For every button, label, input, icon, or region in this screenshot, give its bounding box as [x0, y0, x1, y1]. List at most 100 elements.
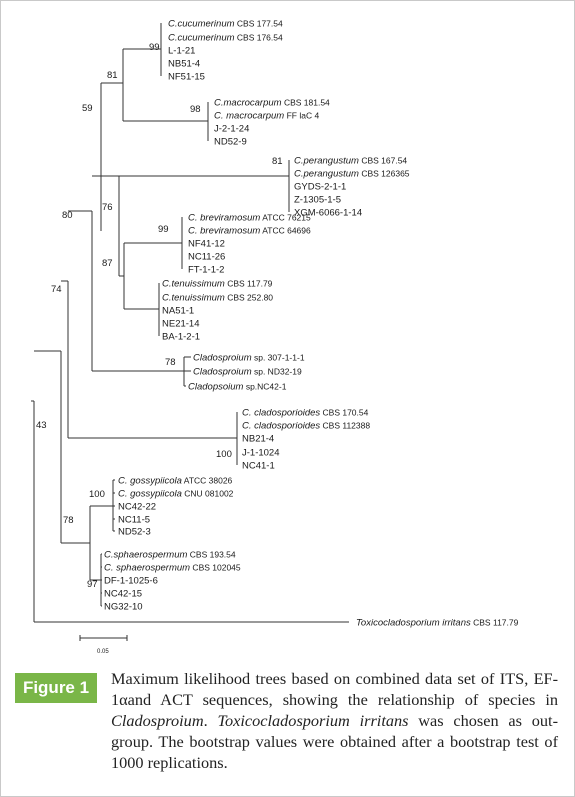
taxon-label: NC42-15	[104, 589, 142, 600]
taxon-species: C.perangustum	[294, 156, 359, 167]
taxon-label: C.tenuissimum CBS 117.79	[162, 279, 273, 290]
taxon-strain: CBS 112388	[320, 421, 370, 431]
bootstrap-value: 97	[87, 579, 98, 590]
caption-genus: Cladosproium	[111, 711, 204, 730]
taxon-strain: sp.NC42-1	[243, 382, 286, 392]
taxon-label: FT-1-1-2	[188, 265, 224, 276]
bootstrap-value: 81	[272, 156, 283, 167]
bootstrap-value: 43	[36, 420, 47, 431]
taxon-strain: ATCC 76215	[260, 213, 311, 223]
taxon-strain: CBS 176.54	[235, 33, 283, 43]
taxon-label: C. cladosporioides CBS 170.54	[242, 408, 369, 419]
taxon-species: C.tenuissimum	[162, 293, 225, 304]
taxon-label: C. macrocarpum FF laC 4	[214, 111, 319, 122]
taxon-label: C.cucumerinum CBS 177.54	[168, 19, 283, 30]
bootstrap-value: 87	[102, 258, 113, 269]
caption-text-2: .	[203, 711, 218, 730]
taxon-label: NC41-1	[242, 461, 275, 472]
taxon-label: C.cucumerinum CBS 176.54	[168, 33, 283, 44]
figure-label-badge: Figure 1	[15, 673, 97, 703]
caption-outgroup: Toxicocladosporium irritans	[217, 711, 409, 730]
bootstrap-value: 59	[82, 103, 93, 114]
taxon-strain: sp. ND32-19	[252, 367, 302, 377]
taxon-strain: ATCC 64696	[260, 226, 311, 236]
taxon-label: NE21-14	[162, 319, 200, 330]
tree-branches	[31, 23, 349, 623]
taxon-label: C. breviramosum ATCC 76215	[188, 213, 311, 224]
taxon-strain: ATCC 38026	[182, 476, 233, 486]
taxon-label: BA-1-2-1	[162, 332, 200, 343]
taxon-label: NC11-5	[118, 515, 150, 526]
taxon-strain: CBS 126365	[359, 169, 410, 179]
taxon-label: DF-1-1025-6	[104, 576, 158, 587]
taxon-strain: CBS 170.54	[320, 408, 368, 418]
taxon-species: C.sphaerospermum	[104, 550, 188, 561]
taxon-strain: sp. 307-1-1-1	[252, 353, 305, 363]
taxon-label: NC42-22	[118, 502, 156, 513]
taxon-labels: C.cucumerinum CBS 177.54C.cucumerinum CB…	[104, 19, 519, 629]
bootstrap-value: 98	[190, 104, 201, 115]
taxon-species: C. cladosporioides	[242, 408, 320, 419]
taxon-label: NF41-12	[188, 239, 225, 250]
taxon-label: NA51-1	[162, 306, 194, 317]
taxon-species: C. cladosporioides	[242, 421, 320, 432]
taxon-label: C. gossypiicola ATCC 38026	[118, 476, 233, 487]
bootstrap-value: 99	[149, 42, 160, 53]
taxon-label: C.perangustum CBS 167.54	[294, 156, 407, 167]
taxon-label: Cladosproium sp. ND32-19	[193, 367, 302, 378]
taxon-strain: CBS 193.54	[187, 550, 235, 560]
taxon-label: C.perangustum CBS 126365	[294, 169, 410, 180]
taxon-species: Toxicocladosporium irritans	[356, 618, 471, 629]
bootstrap-value: 99	[158, 224, 169, 235]
taxon-species: C.macrocarpum	[214, 98, 282, 109]
taxon-species: Cladopsoium	[188, 382, 244, 393]
taxon-species: C. breviramosum	[188, 213, 260, 224]
taxon-strain: CBS 102045	[190, 563, 241, 573]
bootstrap-value: 100	[216, 449, 232, 460]
taxon-label: NB21-4	[242, 434, 274, 445]
taxon-label: NG32-10	[104, 602, 143, 613]
taxon-label: C. sphaerospermum CBS 102045	[104, 563, 241, 574]
taxon-strain: CBS 181.54	[282, 98, 330, 108]
taxon-species: C. sphaerospermum	[104, 563, 190, 574]
taxon-label: NF51-15	[168, 72, 205, 83]
taxon-label: C.tenuissimum CBS 252.80	[162, 293, 273, 304]
taxon-label: C. breviramosum ATCC 64696	[188, 226, 311, 237]
taxon-label: C. cladosporioides CBS 112388	[242, 421, 370, 432]
taxon-label: Toxicocladosporium irritans CBS 117.79	[356, 618, 519, 629]
caption-text-1: Maximum likelihood trees based on combin…	[111, 669, 558, 709]
scale-bar-label: 0.05	[97, 649, 109, 655]
taxon-strain: CBS 117.79	[471, 618, 519, 628]
caption-text-3: was chosen as out-group. The bootstrap v…	[111, 711, 559, 772]
bootstrap-value: 78	[165, 357, 176, 368]
scale-bar: 0.05	[79, 635, 128, 655]
taxon-strain: CBS 167.54	[359, 156, 407, 166]
taxon-species: C.tenuissimum	[162, 279, 225, 290]
bootstrap-labels: 99 81 59 98 81 76 99 87 80 78 74 100 43 100 78 97	[36, 42, 283, 590]
taxon-strain: CBS 177.54	[235, 19, 283, 29]
bootstrap-value: 76	[102, 202, 113, 213]
bootstrap-value: 78	[63, 515, 74, 526]
taxon-species: C. breviramosum	[188, 226, 260, 237]
taxon-species: C.cucumerinum	[168, 19, 235, 30]
taxon-label: ND52-9	[214, 137, 247, 148]
taxon-label: ND52-3	[118, 527, 151, 538]
taxon-species: C. gossypiicola	[118, 489, 182, 500]
taxon-species: C.perangustum	[294, 169, 359, 180]
bootstrap-value: 100	[89, 489, 105, 500]
taxon-label: L-1-21	[168, 46, 195, 57]
taxon-label: J-2-1-24	[214, 124, 249, 135]
taxon-label: Cladosproium sp. 307-1-1-1	[193, 353, 305, 364]
taxon-species: Cladosproium	[193, 353, 252, 364]
taxon-strain: FF laC 4	[284, 111, 319, 121]
taxon-label: C. gossypiicola CNU 081002	[118, 489, 234, 500]
bootstrap-value: 81	[107, 70, 118, 81]
bootstrap-value: 74	[51, 284, 62, 295]
taxon-species: C.cucumerinum	[168, 33, 235, 44]
taxon-species: Cladosproium	[193, 367, 252, 378]
taxon-species: C. gossypiicola	[118, 476, 182, 487]
taxon-strain: CNU 081002	[182, 489, 234, 499]
bootstrap-value: 80	[62, 210, 73, 221]
taxon-label: Cladopsoium sp.NC42-1	[188, 382, 287, 393]
